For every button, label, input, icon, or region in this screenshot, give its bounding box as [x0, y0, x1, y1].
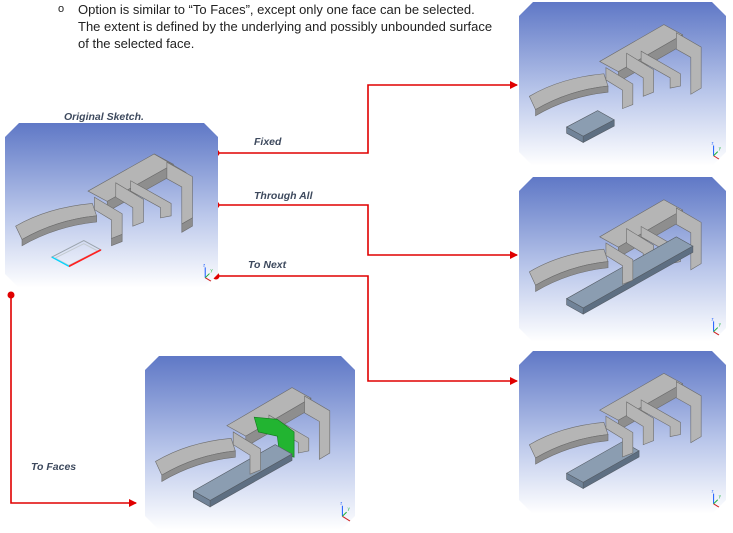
- label-through-all: Through All: [254, 190, 313, 202]
- label-original-sketch: Original Sketch.: [64, 111, 144, 123]
- axis-letter-z: z: [340, 501, 342, 506]
- axis-letter-z: z: [712, 489, 714, 494]
- connector-dot-to-faces: [7, 291, 15, 299]
- label-to-faces: To Faces: [31, 461, 77, 473]
- connector-through-all: [216, 204, 518, 259]
- connector-to-faces: [10, 295, 137, 507]
- bullet-marker: o: [58, 3, 65, 15]
- part-body: [529, 373, 701, 464]
- axis-letter-y: y: [348, 506, 351, 511]
- axis-letter-y: y: [719, 494, 722, 499]
- part-body-front: [606, 416, 633, 457]
- axis-letter-z: z: [712, 140, 714, 145]
- scene-fixed: zxy: [519, 2, 726, 166]
- part-body: [529, 25, 701, 116]
- bullet-text: Option is similar to “To Faces”, except …: [78, 1, 492, 52]
- part-body-front: [606, 243, 633, 284]
- label-fixed: Fixed: [254, 136, 282, 148]
- extrusion-to-faces: [193, 445, 292, 507]
- scene-to-next: zxy: [519, 351, 726, 514]
- axis-letter-z: z: [203, 262, 205, 267]
- bullet-line-2: The extent is defined by the underlying …: [78, 19, 493, 34]
- part-body: [16, 154, 193, 246]
- axis-letter-y: y: [719, 146, 722, 151]
- bullet-line-3: of the selected face.: [78, 36, 195, 51]
- connector-fixed: [216, 81, 518, 154]
- part-body-front: [233, 432, 260, 474]
- axis-letter-z: z: [712, 316, 714, 321]
- axis-letter-y: y: [211, 268, 214, 273]
- label-to-next: To Next: [248, 259, 287, 271]
- part-body: [529, 200, 701, 292]
- scene-original: zxy: [5, 123, 218, 288]
- extrusion-fixed: [567, 111, 615, 143]
- scene-to-faces: zxy: [145, 356, 355, 530]
- sketch-rectangle: [52, 241, 101, 267]
- axis-letter-y: y: [719, 322, 722, 327]
- scene-through-all: zxy: [519, 177, 726, 342]
- bullet-line-1: Option is similar to “To Faces”, except …: [78, 2, 475, 17]
- extrusion-to-next: [567, 442, 639, 489]
- connector-to-next: [216, 275, 518, 385]
